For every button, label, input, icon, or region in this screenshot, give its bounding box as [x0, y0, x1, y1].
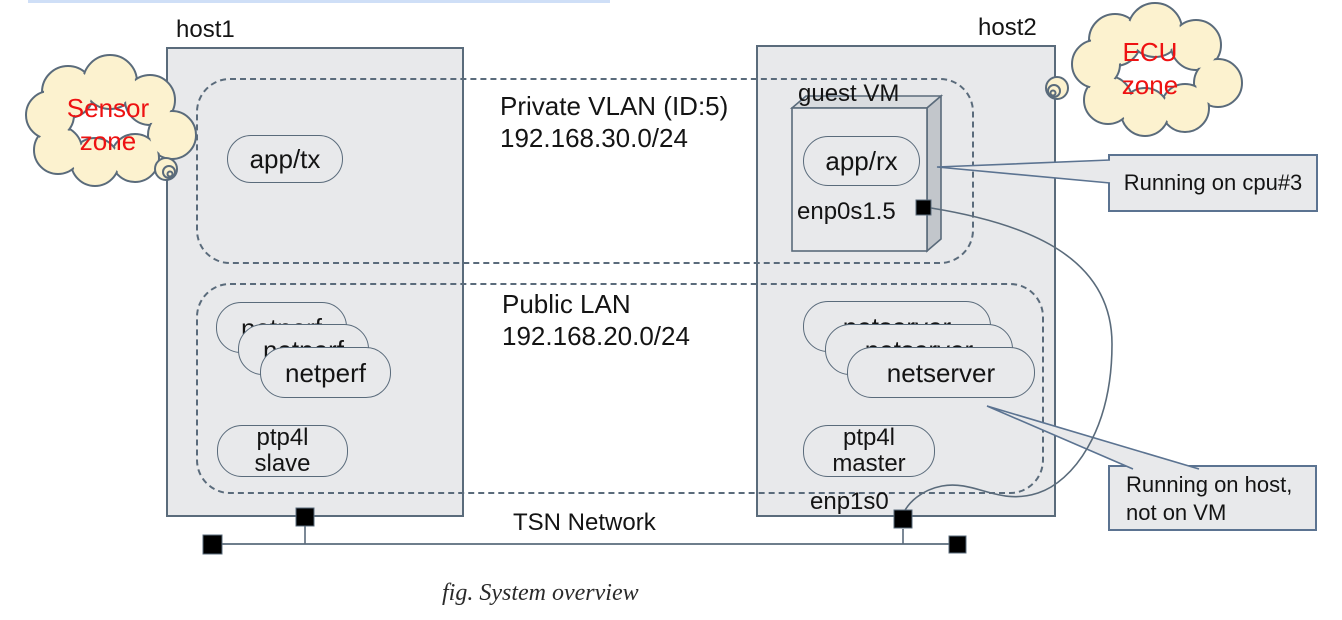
callout-cpu-text: Running on cpu#3	[1123, 170, 1303, 195]
ecu-zone-line1: ECU	[1122, 37, 1178, 67]
ptp4l-slave-process: ptp4l slave	[217, 425, 348, 477]
callout-running-on-host: Running on host, not on VM	[1108, 465, 1317, 531]
bus-left-node-icon	[202, 534, 223, 555]
ecu-zone-line2: zone	[1121, 70, 1179, 100]
app-rx-process: app/rx	[803, 136, 920, 186]
callout-host-line1: Running on host,	[1126, 472, 1293, 497]
public-lan-subnet: 192.168.20.0/24	[502, 321, 690, 351]
ptp4l-master-line2: master	[832, 450, 906, 477]
guest-vm-title: guest VM	[798, 80, 900, 107]
tsn-network-label: TSN Network	[513, 509, 656, 536]
netserver-process-front: netserver	[847, 347, 1035, 398]
sensor-zone-line2: zone	[79, 126, 137, 156]
ptp4l-master-process: ptp4l master	[803, 425, 935, 477]
sensor-zone-cloud-text: Sensor zone	[38, 92, 178, 158]
ptp4l-slave-line1: ptp4l	[256, 424, 309, 451]
host2-title: host2	[978, 14, 1037, 41]
public-lan-title: Public LAN	[502, 289, 631, 319]
app-tx-process: app/tx	[227, 135, 343, 183]
host-interface-label: enp1s0	[810, 488, 889, 515]
top-accent-line	[28, 0, 610, 3]
ptp4l-slave-line2: slave	[254, 450, 311, 477]
private-vlan-subnet: 192.168.30.0/24	[500, 123, 688, 153]
vm-interface-label: enp0s1.5	[797, 198, 896, 225]
ptp4l-master-line1: ptp4l	[842, 424, 896, 451]
private-vlan-title: Private VLAN (ID:5)	[500, 91, 729, 121]
bus-right-node-icon	[948, 535, 967, 554]
figure-caption: fig. System overview	[442, 580, 639, 606]
ecu-zone-cloud-text: ECU zone	[1090, 36, 1210, 102]
netperf-process-front: netperf	[260, 347, 391, 398]
host1-title: host1	[176, 16, 235, 43]
callout-host-line2: not on VM	[1126, 500, 1227, 525]
callout-running-on-cpu3: Running on cpu#3	[1108, 154, 1318, 212]
sensor-zone-line1: Sensor	[66, 93, 150, 123]
